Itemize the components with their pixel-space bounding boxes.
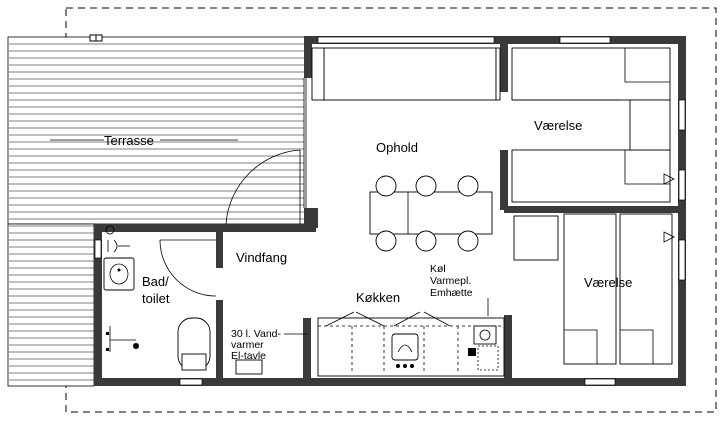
heater-cabinet <box>235 359 263 375</box>
sofa <box>311 47 501 101</box>
walls <box>94 36 686 386</box>
annotation-heater-line2: varmer <box>231 339 264 351</box>
label-bedroom-top: Værelse <box>534 118 582 133</box>
dining-chair <box>375 230 397 252</box>
annotation-appliance-line1: Køl <box>430 263 446 275</box>
dining-chair <box>375 175 397 197</box>
label-bath-line2: toilet <box>142 291 170 306</box>
label-bedroom-bottom: Værelse <box>584 275 632 290</box>
dining-chair <box>415 175 437 197</box>
bed-bottom-room <box>513 213 675 365</box>
dining-table <box>369 175 493 252</box>
label-living-room: Ophold <box>376 140 418 155</box>
annotation-heater-line3: El-tavle <box>231 350 266 362</box>
cooktop-icon <box>468 325 499 371</box>
dining-chair <box>457 230 479 252</box>
leader-lines <box>50 139 489 335</box>
bed-top-room <box>511 47 675 203</box>
sink-icon <box>391 333 419 368</box>
bathroom-door <box>159 239 217 297</box>
windows <box>94 36 686 386</box>
label-bath-line1: Bad/ <box>142 274 169 289</box>
label-kitchen: Køkken <box>356 290 400 305</box>
annotation-appliance-line3: Emhætte <box>430 287 473 299</box>
terrace-marker-icon <box>89 34 103 42</box>
terrace-door <box>225 78 305 225</box>
annotation-appliance-line2: Varmepl. <box>430 275 471 287</box>
terrace-decking <box>7 36 307 387</box>
annotation-heater-line1: 30 l. Vand- <box>231 328 282 340</box>
dining-chair <box>415 230 437 252</box>
dining-chair <box>457 175 479 197</box>
label-terrace: Terrasse <box>104 133 154 148</box>
roof-outline-dashed <box>65 7 717 413</box>
kitchen-counter <box>317 311 505 377</box>
label-entry: Vindfang <box>236 250 287 265</box>
bathroom-fixtures <box>103 225 211 371</box>
shower-icon <box>107 239 130 253</box>
